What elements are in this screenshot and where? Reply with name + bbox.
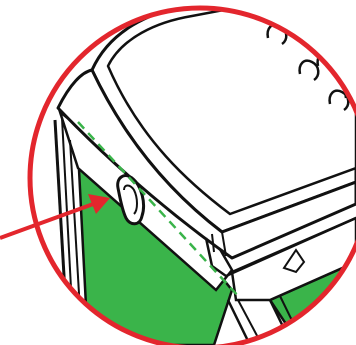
diagram-canvas — [0, 0, 356, 345]
detail-diagram — [0, 0, 356, 345]
